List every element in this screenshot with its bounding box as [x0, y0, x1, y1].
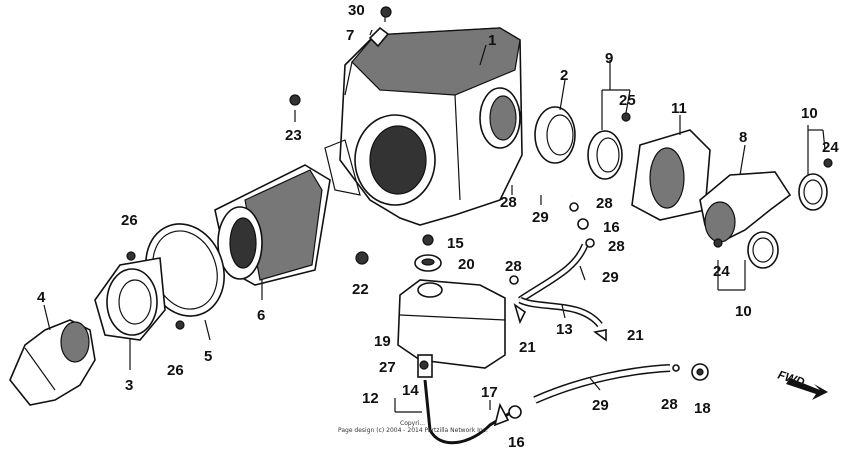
callout-labels: 1 2 3 4 5 6 7 8 9 10 10 11 12 13 14 15 1…: [37, 2, 839, 451]
small-hardware: [126, 6, 833, 427]
forward-direction-indicator: FWD: [776, 368, 828, 400]
hose-29-mid: [518, 243, 589, 303]
callout-18: 18: [694, 400, 711, 417]
callout-2: 2: [560, 67, 568, 84]
hose-29-upper: [513, 175, 573, 198]
callout-3: 3: [125, 377, 133, 394]
callout-16-lower: 16: [508, 434, 525, 451]
breather-tank: [397, 279, 506, 378]
callout-19: 19: [374, 333, 391, 350]
cover: [94, 257, 166, 341]
callout-10-upper: 10: [801, 105, 818, 122]
intake-tube: [699, 171, 792, 243]
callout-16-upper: 16: [603, 219, 620, 236]
callout-28-c: 28: [608, 238, 625, 255]
callout-29-mid: 29: [602, 269, 619, 286]
leader-lines: [43, 17, 826, 413]
fwd-label: FWD: [776, 368, 807, 390]
callout-14: 14: [402, 382, 419, 399]
callout-28-a: 28: [500, 194, 517, 211]
callout-30: 30: [348, 2, 365, 19]
callout-28-e: 28: [661, 396, 678, 413]
callout-1: 1: [488, 32, 496, 49]
callout-28-d: 28: [505, 258, 522, 275]
callout-22: 22: [352, 281, 369, 298]
callout-8: 8: [739, 129, 747, 146]
callout-26-lower: 26: [167, 362, 184, 379]
callout-21-right: 21: [627, 327, 644, 344]
band-clamp: [587, 130, 623, 180]
callout-29-lower: 29: [592, 397, 609, 414]
guard-cover: [631, 129, 711, 221]
callout-11: 11: [671, 100, 687, 117]
callout-5: 5: [204, 348, 212, 365]
callout-29-upper: 29: [532, 209, 549, 226]
callout-24-right: 24: [822, 139, 839, 156]
callout-12: 12: [362, 390, 379, 407]
drain-tube: [423, 379, 516, 445]
hose-29-lower: [533, 364, 671, 404]
callout-23: 23: [285, 127, 302, 144]
grommet: [414, 254, 442, 272]
gasket-ring: [145, 223, 225, 317]
callout-25: 25: [619, 92, 636, 109]
filter-element: [214, 164, 331, 286]
copyright-line-1: Copyri...: [400, 420, 425, 427]
air-cleaner-case: [324, 27, 523, 226]
callout-7: 7: [346, 27, 354, 44]
callout-4: 4: [37, 289, 46, 306]
callout-20: 20: [458, 256, 475, 273]
hose-13: [518, 296, 603, 328]
callout-13: 13: [556, 321, 573, 338]
connector-rubber: [534, 106, 576, 164]
callout-24-left: 24: [713, 263, 730, 280]
tube-clamp-upper: [798, 173, 828, 211]
callout-21-left: 21: [519, 339, 536, 356]
copyright-line-2: Page design (c) 2004 - 2014 Partzilla Ne…: [338, 427, 488, 434]
callout-10-lower: 10: [735, 303, 752, 320]
callout-27: 27: [379, 359, 396, 376]
callout-6: 6: [257, 307, 265, 324]
callout-28-b: 28: [596, 195, 613, 212]
callout-9: 9: [605, 50, 613, 67]
callout-26-upper: 26: [121, 212, 138, 229]
copyright-watermark: Copyri... Page design (c) 2004 - 2014 Pa…: [338, 420, 488, 434]
tube-clamp-lower: [747, 231, 779, 269]
intake-duct: [9, 319, 96, 406]
callout-15: 15: [447, 235, 464, 252]
callout-17: 17: [481, 384, 498, 401]
